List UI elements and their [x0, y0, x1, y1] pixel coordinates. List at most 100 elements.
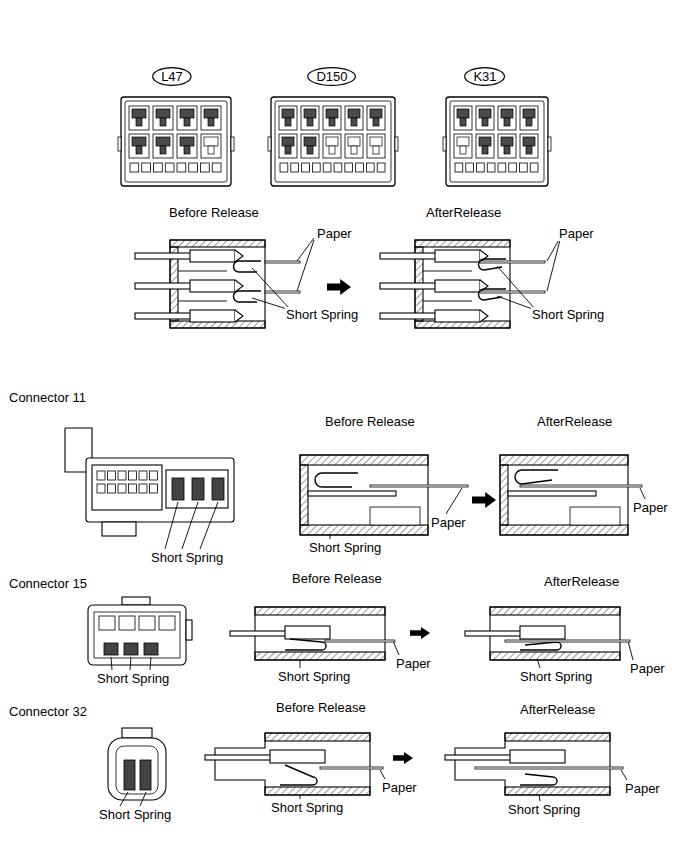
- terminal-pin: [230, 631, 290, 636]
- terminal: [348, 137, 360, 146]
- direction-arrow: [472, 492, 496, 508]
- side-notch: [443, 137, 446, 151]
- direction-arrow: [327, 279, 351, 295]
- leader-line: [621, 770, 627, 780]
- part-label: Short Spring: [277, 669, 351, 684]
- terminal-body: [510, 750, 565, 763]
- paper-strip: [320, 767, 383, 769]
- short-spring: [212, 478, 224, 500]
- terminal: [282, 137, 294, 146]
- terminal: [132, 109, 146, 118]
- lock-window: [291, 163, 299, 172]
- terminal-cavity: [520, 134, 538, 158]
- terminal-tab: [160, 118, 166, 126]
- connector-housing: [86, 458, 234, 522]
- terminal: [204, 137, 218, 146]
- lock-window: [312, 163, 320, 172]
- housing-divider: [178, 271, 227, 272]
- terminal-tip: [235, 250, 243, 262]
- terminal-cavity: [345, 134, 363, 158]
- terminal-cavity: [367, 134, 385, 158]
- terminal-pin: [135, 313, 195, 319]
- terminal-cavity: [201, 134, 221, 158]
- terminal-cavity: [129, 471, 137, 480]
- leader-line: [297, 238, 314, 261]
- paper-strip: [265, 261, 300, 263]
- terminal-tab: [136, 146, 142, 154]
- connector-face: [118, 97, 234, 186]
- terminal-pin: [380, 283, 440, 289]
- housing-wall: [170, 240, 265, 247]
- terminal-cavity: [150, 484, 158, 493]
- paper-strip: [265, 291, 300, 293]
- direction-arrow: [393, 752, 413, 764]
- leader-line: [130, 657, 131, 670]
- terminal: [304, 109, 316, 118]
- leader-line: [628, 641, 633, 660]
- housing-wall: [490, 607, 620, 615]
- leader-lines: [252, 238, 560, 310]
- terminal: [501, 137, 513, 146]
- terminal-tab: [460, 118, 466, 126]
- terminal-tab: [373, 118, 379, 126]
- lock-window: [280, 163, 288, 172]
- housing-wall: [265, 787, 370, 795]
- terminal-cavity: [129, 134, 149, 158]
- terminal-cavity: [119, 616, 135, 630]
- terminal: [326, 137, 338, 146]
- part-label: Paper: [395, 656, 432, 671]
- connector-32-view: [108, 728, 627, 806]
- terminal: [370, 109, 382, 118]
- terminal: [326, 109, 338, 118]
- paper-strip: [325, 640, 395, 642]
- paper-strip: [370, 485, 468, 487]
- leader-line: [120, 792, 128, 806]
- oval-shape: [153, 67, 191, 85]
- connector-housing: [271, 97, 395, 186]
- terminal: [180, 109, 194, 118]
- part-label: Short Spring: [98, 807, 172, 822]
- terminal-cavity: [97, 471, 105, 480]
- terminal-body: [285, 626, 330, 639]
- part-label: Short Spring: [507, 802, 581, 817]
- terminal-pin: [380, 313, 440, 319]
- housing-wall: [255, 607, 385, 615]
- housing-rib: [570, 507, 620, 525]
- paper-strip: [520, 485, 642, 487]
- connector-heading: Connector 32: [8, 704, 88, 719]
- housing-inner: [94, 612, 180, 658]
- terminal-body: [520, 626, 565, 639]
- leader-line: [446, 488, 462, 514]
- short-spring: [520, 642, 561, 650]
- short-spring: [520, 774, 557, 785]
- terminal-cavity: [476, 106, 494, 130]
- leader-line: [393, 641, 399, 655]
- connector-code: L47: [161, 69, 183, 84]
- leader-line: [547, 238, 560, 261]
- side-notch: [231, 137, 234, 151]
- lock-bump: [102, 522, 136, 536]
- terminal: [204, 109, 218, 118]
- part-label: Paper: [629, 661, 666, 676]
- paper-strip: [480, 291, 545, 293]
- direction-arrow: [410, 627, 430, 639]
- part-label: Short Spring: [531, 307, 605, 322]
- state-caption: AfterRelease: [425, 205, 502, 220]
- leader-line: [640, 488, 645, 499]
- terminal: [156, 137, 170, 146]
- terminal-cavity: [454, 106, 472, 130]
- state-caption: Before Release: [324, 414, 416, 429]
- connector-id-oval: K31: [464, 67, 505, 86]
- lock-window: [334, 163, 342, 172]
- oval-shape: [465, 67, 505, 85]
- terminal-cavity: [139, 616, 155, 630]
- leader-line: [111, 657, 112, 670]
- terminal-tab: [285, 118, 291, 126]
- terminal-cavity: [108, 484, 116, 493]
- lock-window: [142, 163, 151, 172]
- lock-window: [498, 163, 506, 172]
- terminal-body: [435, 250, 480, 262]
- leader-line: [380, 770, 385, 779]
- terminal-tab: [208, 146, 214, 154]
- terminal-tab: [482, 146, 488, 154]
